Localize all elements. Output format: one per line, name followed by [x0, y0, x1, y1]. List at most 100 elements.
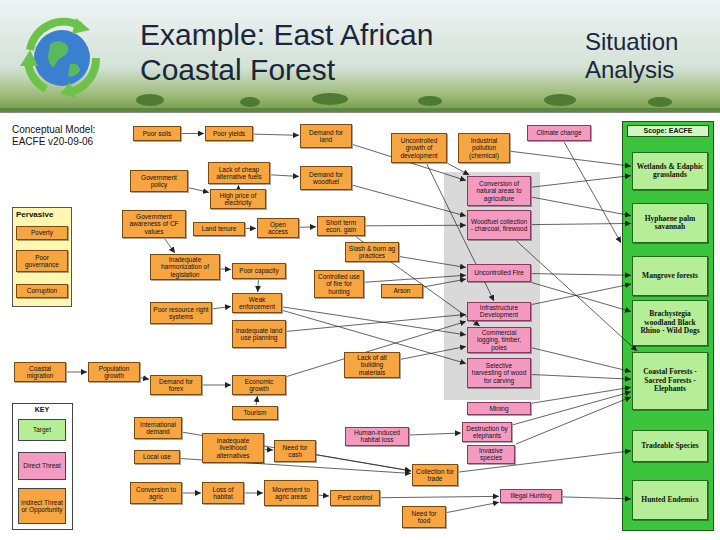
node-text: Loss of habitat	[205, 486, 241, 501]
indirect-threat-box: Tourism	[232, 406, 278, 420]
legend-swatch: Indirect Threat or Opportunity	[18, 488, 66, 524]
threat-arrow	[317, 455, 411, 471]
pervasive-group: PervasivePovertyPoor governanceCorruptio…	[12, 207, 72, 307]
direct-threat-box: Woodfuel collection - charcoal, firewood	[467, 210, 531, 240]
node-text: Hyphaene palm savannah	[635, 215, 705, 232]
threat-arrow	[532, 387, 631, 403]
threat-arrow	[238, 185, 239, 188]
node-text: Arson	[384, 287, 420, 294]
node-text: Demand for forex	[153, 378, 199, 393]
node-text: Industrial pollution (chemical)	[461, 137, 507, 159]
node-text: Illegal Hunting	[503, 492, 559, 499]
key-frame	[13, 404, 73, 530]
node-text: Tradeable Species	[635, 442, 705, 450]
node-text: Demand for woodfuel	[303, 171, 349, 186]
indirect-threat-box: Short term econ. gain	[317, 216, 365, 236]
indirect-threat-box: Demand for land	[300, 124, 352, 148]
threat-arrow	[516, 397, 631, 444]
node-text: Slash & burn ag practices	[348, 245, 396, 260]
node-text: Need for food	[405, 510, 443, 525]
threat-arrow	[182, 133, 204, 134]
node-text: Infrastructure Development	[470, 304, 528, 319]
target-box: Hunted Endemics	[632, 480, 708, 520]
threat-arrow	[410, 433, 461, 435]
model-caption: Conceptual Model: EACFE v20-09-06	[12, 124, 124, 147]
node-text: Poverty	[19, 229, 65, 236]
indirect-threat-box: Poor soils	[133, 126, 181, 141]
legend-text: Target	[33, 426, 51, 433]
node-text: Inadequate livelihood alternatives	[205, 437, 261, 459]
scope-panel-fill	[623, 122, 714, 531]
node-text: Demand for land	[303, 129, 349, 144]
tree-silhouettes	[136, 93, 672, 107]
node-text: Controlled use of fire for hunting	[317, 273, 361, 295]
node-text: Climate change	[530, 129, 588, 136]
node-text: Need for cash	[277, 444, 313, 459]
target-box: Wetlands & Edaphic grasslands	[632, 152, 708, 190]
threat-arrow	[532, 284, 631, 304]
threat-arrow	[532, 274, 631, 276]
node-text: Uncontrolled growth of development	[394, 137, 444, 159]
header-photo	[0, 0, 720, 112]
indirect-threat-box: Economic growth	[232, 375, 286, 395]
node-text: International demand	[137, 421, 179, 436]
indirect-threat-box: Need for cash	[274, 440, 316, 462]
threat-arrow	[532, 176, 631, 188]
direct-threat-box: Human-induced habitat loss	[345, 427, 409, 446]
threat-arrow	[319, 495, 329, 497]
node-text: Mangrove forests	[635, 272, 705, 280]
threat-arrow	[353, 185, 466, 216]
legend-text: Direct Threat	[23, 462, 60, 469]
node-text: Hunted Endemics	[635, 496, 705, 504]
legend-text: Indirect Threat or Opportunity	[21, 499, 63, 514]
node-text: High price of electricity	[213, 192, 263, 207]
threat-arrow	[141, 378, 149, 380]
threat-arrow	[183, 493, 201, 494]
indirect-threat-box: Need for food	[402, 506, 446, 528]
threat-arrow	[564, 142, 621, 243]
indirect-threat-box: Industrial pollution (chemical)	[458, 133, 510, 163]
threat-arrow	[563, 497, 631, 499]
indirect-threat-box: International demand	[134, 417, 182, 439]
node-text: Local use	[137, 453, 177, 460]
node-text: Lack of alt building materials	[347, 354, 397, 376]
threat-arrow	[257, 280, 259, 292]
indirect-threat-box: Lack of alt building materials	[344, 352, 400, 378]
threat-arrow	[447, 502, 499, 512]
indirect-threat-box: Government policy	[130, 170, 188, 192]
node-text: Land tenure	[196, 225, 242, 232]
group-heading: Scope: EACFE	[627, 125, 709, 137]
threat-arrow	[532, 375, 631, 380]
node-text: Destruction by elephants	[465, 425, 509, 440]
threat-arrow	[401, 346, 466, 359]
indirect-threat-box: Land tenure	[193, 222, 245, 236]
threat-arrow	[67, 372, 87, 373]
indirect-threat-box: Movement to agric areas	[264, 480, 318, 506]
indirect-threat-box: Corruption	[16, 284, 68, 298]
indirect-threat-box: Poor governance	[16, 250, 68, 272]
threat-arrow	[245, 493, 263, 494]
threat-arrow	[424, 279, 466, 287]
threat-arrow	[448, 164, 469, 175]
threat-arrow	[213, 306, 231, 308]
node-text: Human-induced habitat loss	[348, 429, 406, 444]
node-text: Poor soils	[136, 130, 178, 137]
indirect-threat-box: Inadequate livelihood alternatives	[202, 433, 264, 463]
node-text: Wetlands & Edaphic grasslands	[635, 163, 705, 180]
indirect-threat-box: Collection for trade	[412, 464, 458, 486]
node-text: Inadequate land use planning	[235, 327, 283, 342]
node-text: Inadequate harmonization of legislation	[153, 256, 217, 278]
indirect-threat-box: Government awareness of CF values	[122, 210, 186, 238]
indirect-threat-box: Inadequate land use planning	[232, 320, 286, 348]
scope-panel: Scope: EACFE Wetlands & Edaphic grassland…	[622, 121, 714, 531]
threat-arrow	[517, 241, 638, 351]
direct-threat-band	[444, 172, 540, 400]
indirect-threat-box: Open access	[257, 218, 299, 238]
indirect-threat-box: Demand for woodfuel	[300, 166, 352, 190]
node-text: Commercial logging, timber, poles	[470, 329, 528, 351]
direct-threat-box: Selective harvesting of wood for carving	[467, 358, 531, 388]
direct-threat-box: Uncontrolled Fire	[467, 264, 531, 282]
threat-arrow	[532, 283, 631, 312]
node-text: Conversion of natural areas to agricultu…	[470, 180, 528, 202]
